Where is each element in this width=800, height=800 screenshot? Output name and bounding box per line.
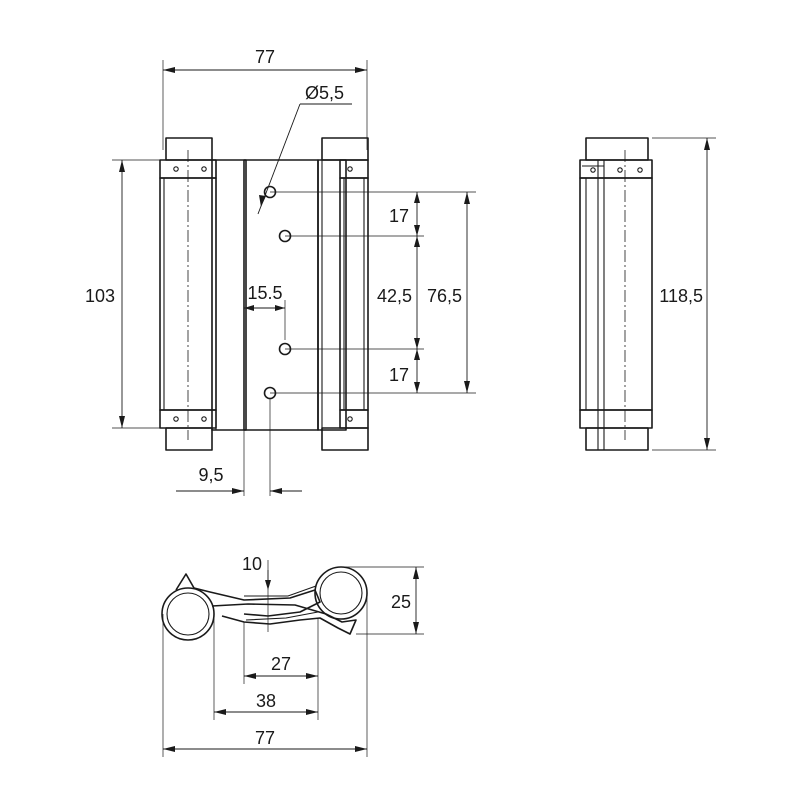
front-view: 77 Ø5,5 103 1 (85, 47, 476, 496)
left-leaf-strip (211, 159, 247, 431)
dim-label: 42,5 (377, 286, 412, 306)
dimension-top-38: 38 (213, 618, 319, 720)
dim-label: 77 (255, 728, 275, 748)
dimension-side-height: 118,5 (652, 137, 716, 451)
side-view: 118,5 (579, 137, 716, 451)
dimension-pitch-top: 17 (389, 192, 420, 236)
dimension-edge-offset: 9,5 (176, 398, 302, 496)
dim-label: 118,5 (659, 286, 703, 306)
dimension-top-77: 77 (162, 593, 368, 757)
dim-label: 17 (389, 206, 409, 226)
left-barrel (159, 137, 217, 451)
dim-label: 77 (255, 47, 275, 67)
dim-label: 17 (389, 365, 409, 385)
dimension-hole-offset: 15.5 (244, 283, 286, 340)
dimension-pitch-bottom: 17 (389, 349, 420, 393)
dimension-outer-pitch: 76,5 (427, 192, 470, 393)
leaf-profile (175, 573, 321, 617)
dimension-hole-diameter: Ø5,5 (257, 83, 352, 215)
dim-label: 38 (256, 691, 276, 711)
dim-label: 10 (242, 554, 262, 574)
dim-label: Ø5,5 (305, 83, 344, 103)
right-barrel (317, 137, 369, 451)
dimension-top-10: 10 (242, 554, 271, 632)
dim-label: 27 (271, 654, 291, 674)
dim-label: 25 (391, 592, 411, 612)
dim-label: 15.5 (247, 283, 282, 303)
hole-extension-lines (270, 191, 476, 394)
dimension-top-27: 27 (243, 618, 319, 684)
dim-label: 9,5 (198, 465, 223, 485)
right-knuckle (314, 566, 368, 620)
top-view: 10 25 27 38 (161, 554, 424, 757)
dim-label: 76,5 (427, 286, 462, 306)
left-knuckle (161, 587, 215, 641)
dimension-front-width: 77 (162, 47, 368, 150)
dimension-inner-pitch: 42,5 (377, 236, 420, 349)
dim-label: 103 (85, 286, 115, 306)
dimension-height-103: 103 (85, 159, 160, 429)
